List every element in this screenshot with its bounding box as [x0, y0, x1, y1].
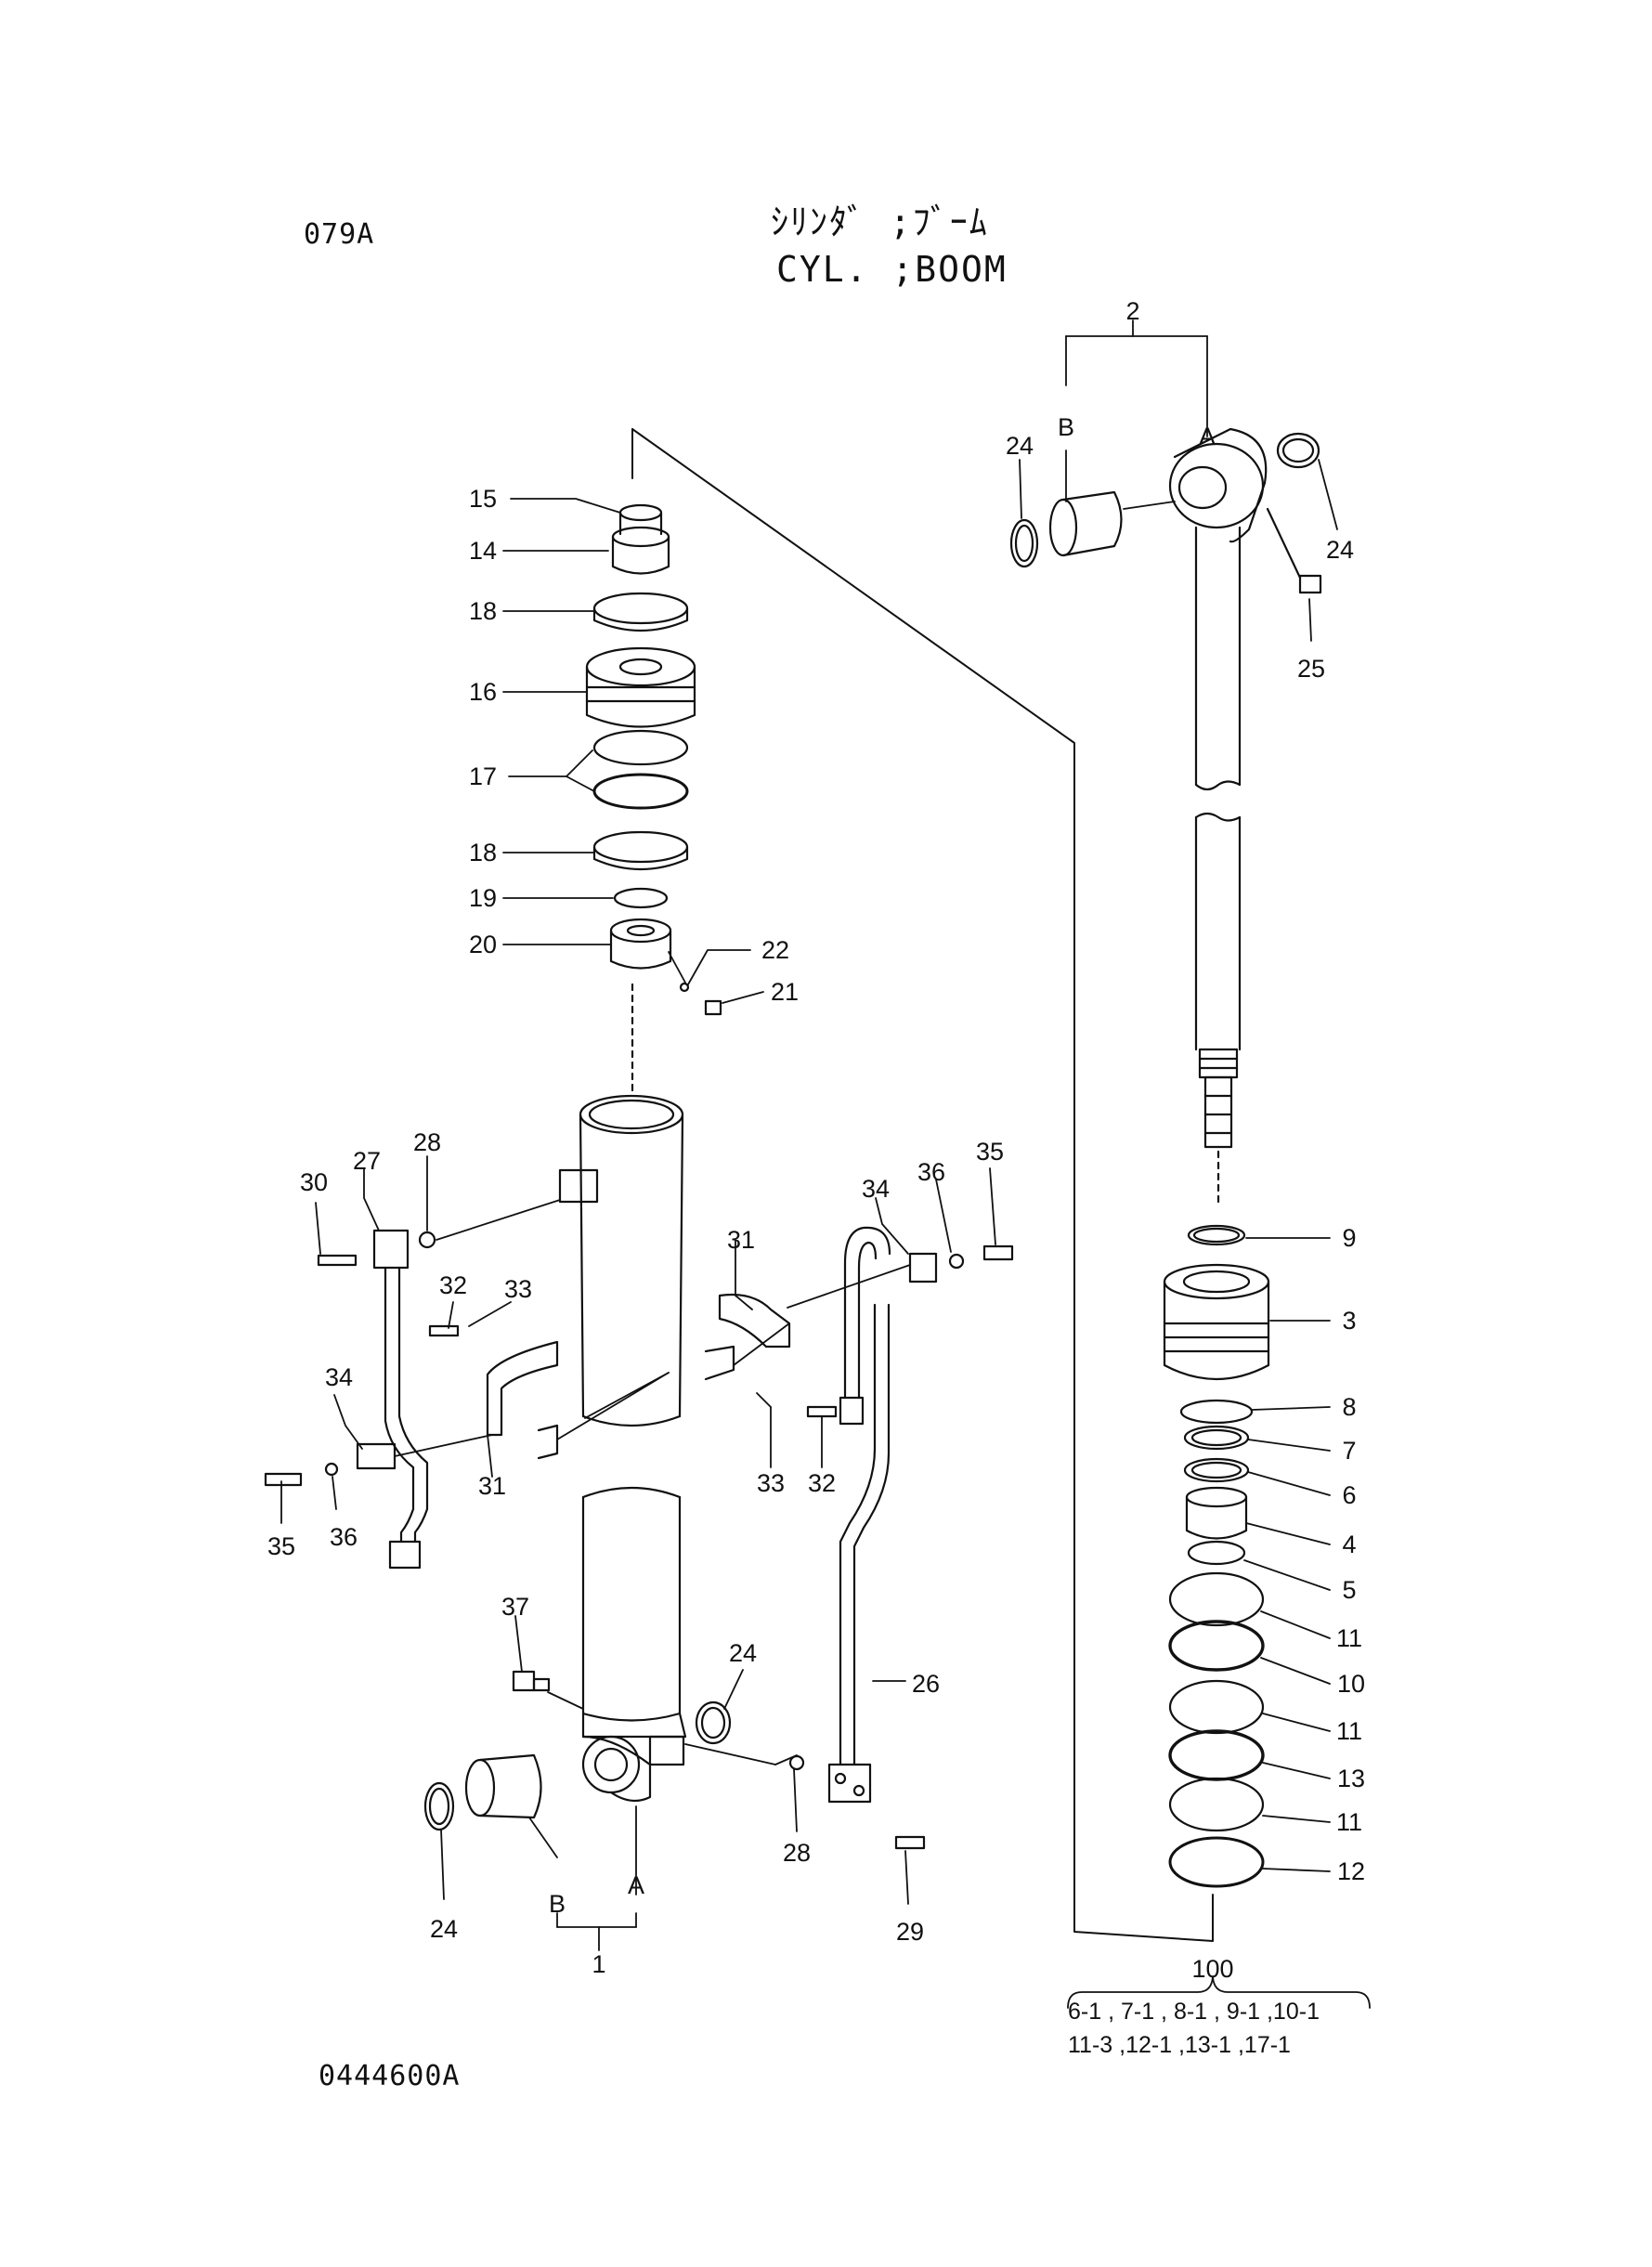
leader-lines	[280, 319, 1371, 2009]
callout-36-r: 36	[917, 1158, 946, 1186]
callout-24-mid: 24	[728, 1639, 758, 1667]
callout-22: 22	[761, 936, 790, 964]
piston-rod-assembly	[1168, 427, 1268, 1209]
callout-100: 100	[1191, 1955, 1234, 1983]
callout-30: 30	[299, 1168, 329, 1196]
callout-1: 1	[592, 1950, 606, 1978]
callout-25: 25	[1296, 655, 1326, 683]
callout-A-top: A	[1198, 423, 1216, 450]
callout-11-b: 11	[1335, 1717, 1363, 1745]
callout-20: 20	[468, 931, 498, 958]
callout-32-r: 32	[807, 1469, 837, 1497]
callout-5: 5	[1342, 1576, 1357, 1604]
callout-8: 8	[1342, 1393, 1357, 1421]
callout-18-a: 18	[468, 597, 498, 625]
callout-9: 9	[1342, 1224, 1357, 1252]
callout-18-b: 18	[468, 839, 498, 866]
callout-37: 37	[501, 1593, 530, 1621]
title-english: CYL. ;BOOM	[776, 249, 1008, 290]
callout-33-r: 33	[756, 1469, 786, 1497]
callout-21: 21	[770, 978, 800, 1006]
callout-28-bot: 28	[782, 1839, 812, 1867]
kit-contents-line-1: 6-1 , 7-1 , 8-1 , 9-1 ,10-1	[1068, 1999, 1320, 2025]
callout-29: 29	[895, 1918, 925, 1946]
rod-head-parts	[1163, 1224, 1270, 1888]
callout-27: 27	[352, 1147, 382, 1175]
callout-12: 12	[1336, 1857, 1366, 1885]
callout-32-l: 32	[438, 1271, 468, 1299]
callout-11-c: 11	[1335, 1808, 1363, 1836]
clamp-right	[704, 1293, 791, 1381]
cylinder-tube	[558, 1094, 687, 1803]
small-hardware	[264, 1231, 1014, 1850]
callout-B-top: B	[1057, 413, 1075, 441]
piston-parts	[585, 503, 722, 1093]
callout-34-l: 34	[324, 1363, 354, 1391]
callout-24-tl: 24	[1005, 432, 1034, 460]
top-bushing-and-seals	[1009, 432, 1322, 594]
callout-24-tr: 24	[1325, 536, 1355, 564]
callout-19: 19	[468, 884, 498, 912]
bottom-bushing-and-seals	[423, 1670, 732, 1831]
callout-17: 17	[468, 762, 498, 790]
drawing-number: 0444600A	[319, 2060, 461, 2092]
callout-16: 16	[468, 678, 498, 706]
callout-35-r: 35	[975, 1138, 1005, 1166]
callout-36-l: 36	[329, 1523, 358, 1551]
callout-31-r: 31	[726, 1226, 756, 1254]
callout-26: 26	[911, 1670, 941, 1698]
clamp-left	[486, 1340, 559, 1460]
callout-24-bl: 24	[429, 1915, 459, 1943]
callout-6: 6	[1342, 1481, 1357, 1509]
callout-B-bot: B	[548, 1890, 566, 1918]
callout-11-a: 11	[1335, 1624, 1363, 1652]
callout-14: 14	[468, 537, 498, 565]
title-japanese: ｼﾘﾝﾀﾞ ;ﾌﾞｰﾑ	[771, 202, 989, 242]
callout-2: 2	[1125, 297, 1140, 325]
callout-28-top: 28	[412, 1128, 442, 1156]
callout-31-l: 31	[477, 1472, 507, 1500]
callout-33-l: 33	[503, 1275, 533, 1303]
assembly-guide-line	[631, 428, 1214, 1942]
callout-15: 15	[468, 485, 498, 513]
callout-7: 7	[1342, 1437, 1357, 1465]
page-code: 079A	[304, 218, 375, 251]
pipe-left	[372, 1229, 429, 1570]
callout-35-l: 35	[267, 1532, 296, 1560]
callout-13: 13	[1336, 1765, 1366, 1792]
callout-10: 10	[1336, 1670, 1366, 1698]
callout-A-bot: A	[627, 1871, 645, 1899]
pipe-right	[827, 1226, 891, 1804]
callout-4: 4	[1342, 1531, 1357, 1558]
callout-34-r: 34	[861, 1175, 891, 1203]
kit-contents-line-2: 11-3 ,12-1 ,13-1 ,17-1	[1068, 2032, 1291, 2058]
callout-3: 3	[1342, 1307, 1357, 1335]
